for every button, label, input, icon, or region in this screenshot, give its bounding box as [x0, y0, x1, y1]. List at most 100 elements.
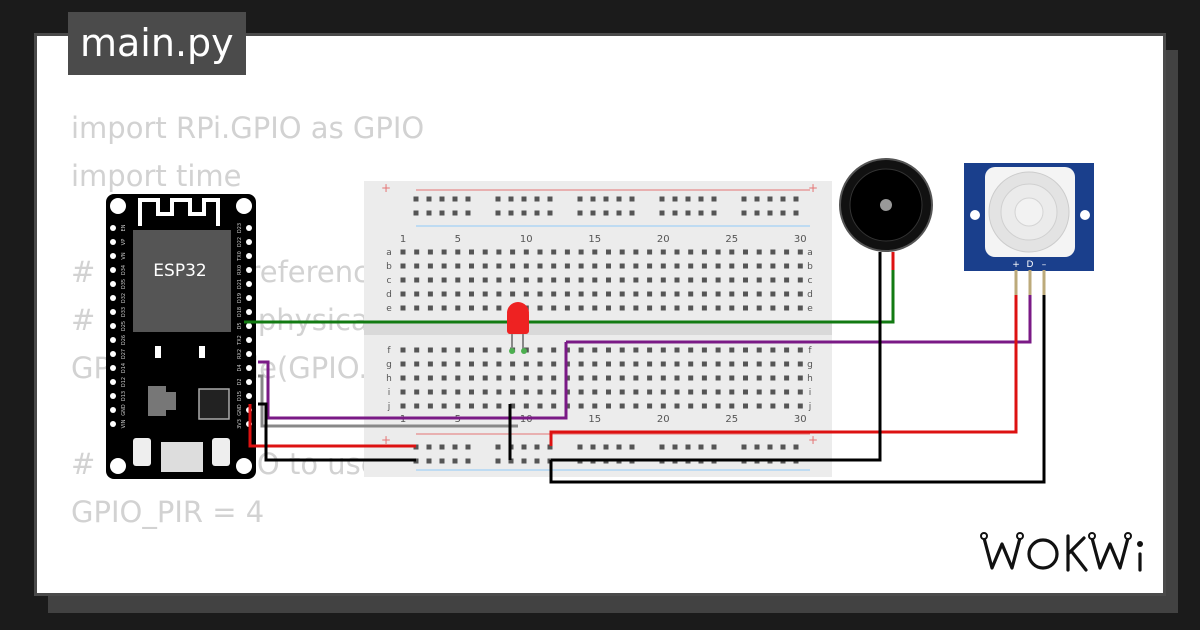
breadboard-hole[interactable] [784, 277, 790, 283]
breadboard-hole[interactable] [592, 403, 598, 409]
rail-hole[interactable] [439, 210, 445, 216]
rail-hole[interactable] [698, 210, 704, 216]
rail-hole[interactable] [577, 444, 583, 450]
rail-hole[interactable] [495, 210, 501, 216]
breadboard-hole[interactable] [770, 389, 776, 395]
breadboard-hole[interactable] [784, 375, 790, 381]
breadboard-hole[interactable] [674, 291, 680, 297]
breadboard-hole[interactable] [647, 305, 653, 311]
breadboard-hole[interactable] [551, 389, 557, 395]
breadboard-hole[interactable] [797, 249, 803, 255]
esp32-pin[interactable] [110, 323, 116, 329]
breadboard-hole[interactable] [427, 389, 433, 395]
rail-hole[interactable] [426, 210, 432, 216]
breadboard-hole[interactable] [578, 375, 584, 381]
file-tab[interactable]: main.py [68, 12, 246, 75]
rail-hole[interactable] [590, 444, 596, 450]
breadboard-hole[interactable] [469, 347, 474, 353]
breadboard-hole[interactable] [756, 263, 762, 269]
rail-hole[interactable] [413, 210, 419, 216]
breadboard-hole[interactable] [701, 403, 707, 409]
breadboard-hole[interactable] [482, 305, 488, 311]
breadboard-hole[interactable] [688, 291, 694, 297]
breadboard-hole[interactable] [715, 375, 721, 381]
breadboard-hole[interactable] [701, 361, 707, 367]
esp32-pin[interactable] [110, 407, 116, 413]
breadboard-hole[interactable] [523, 361, 529, 367]
breadboard-hole[interactable] [482, 249, 488, 255]
esp32-pin[interactable] [110, 267, 116, 273]
esp32-pin[interactable] [246, 281, 252, 287]
rail-hole[interactable] [672, 210, 678, 216]
rail-hole[interactable] [793, 210, 799, 216]
breadboard-hole[interactable] [400, 263, 406, 269]
rail-hole[interactable] [780, 444, 786, 450]
breadboard-hole[interactable] [688, 375, 694, 381]
breadboard-hole[interactable] [400, 347, 406, 353]
rail-hole[interactable] [590, 210, 596, 216]
breadboard-hole[interactable] [633, 263, 639, 269]
breadboard-hole[interactable] [537, 389, 543, 395]
rail-hole[interactable] [577, 196, 583, 202]
breadboard-hole[interactable] [441, 375, 447, 381]
breadboard-hole[interactable] [729, 347, 735, 353]
breadboard-hole[interactable] [784, 263, 790, 269]
rail-hole[interactable] [616, 210, 622, 216]
breadboard-hole[interactable] [770, 277, 776, 283]
breadboard-hole[interactable] [592, 249, 598, 255]
breadboard-hole[interactable] [729, 263, 735, 269]
breadboard-hole[interactable] [770, 375, 776, 381]
breadboard-hole[interactable] [633, 389, 639, 395]
breadboard-hole[interactable] [619, 291, 625, 297]
breadboard-hole[interactable] [606, 375, 611, 381]
breadboard-hole[interactable] [551, 361, 557, 367]
breadboard-hole[interactable] [619, 305, 625, 311]
breadboard-hole[interactable] [427, 291, 433, 297]
breadboard-hole[interactable] [647, 403, 653, 409]
breadboard-hole[interactable] [606, 403, 611, 409]
rail-hole[interactable] [521, 196, 527, 202]
breadboard-hole[interactable] [469, 403, 474, 409]
esp32-pin[interactable] [110, 253, 116, 259]
breadboard-hole[interactable] [701, 291, 707, 297]
breadboard-hole[interactable] [674, 389, 680, 395]
rail-hole[interactable] [508, 458, 514, 464]
breadboard-hole[interactable] [619, 361, 625, 367]
rail-hole[interactable] [767, 196, 773, 202]
breadboard-hole[interactable] [455, 249, 461, 255]
rail-hole[interactable] [508, 196, 514, 202]
breadboard-hole[interactable] [578, 249, 584, 255]
breadboard-hole[interactable] [537, 305, 543, 311]
rail-hole[interactable] [495, 444, 501, 450]
breadboard-hole[interactable] [469, 249, 474, 255]
rail-hole[interactable] [672, 444, 678, 450]
breadboard-hole[interactable] [510, 361, 516, 367]
breadboard-hole[interactable] [729, 389, 735, 395]
esp32-pin[interactable] [246, 337, 252, 343]
breadboard-hole[interactable] [715, 305, 721, 311]
breadboard-hole[interactable] [523, 403, 529, 409]
breadboard-hole[interactable] [660, 347, 666, 353]
esp32-pin[interactable] [246, 309, 252, 315]
breadboard-hole[interactable] [441, 249, 447, 255]
rail-hole[interactable] [452, 196, 458, 202]
esp32-pin[interactable] [110, 379, 116, 385]
breadboard-hole[interactable] [633, 375, 639, 381]
breadboard-hole[interactable] [482, 375, 488, 381]
breadboard-hole[interactable] [715, 249, 721, 255]
breadboard-hole[interactable] [441, 347, 447, 353]
esp32-pin[interactable] [246, 323, 252, 329]
breadboard-hole[interactable] [496, 263, 502, 269]
breadboard-hole[interactable] [660, 361, 666, 367]
breadboard-hole[interactable] [551, 375, 557, 381]
breadboard-hole[interactable] [729, 361, 735, 367]
breadboard-hole[interactable] [688, 305, 694, 311]
rail-hole[interactable] [754, 210, 760, 216]
breadboard-hole[interactable] [400, 403, 406, 409]
rail-hole[interactable] [465, 210, 471, 216]
breadboard-hole[interactable] [743, 305, 748, 311]
rail-hole[interactable] [741, 196, 747, 202]
breadboard-hole[interactable] [756, 305, 762, 311]
rail-hole[interactable] [465, 444, 471, 450]
rail-hole[interactable] [508, 210, 514, 216]
